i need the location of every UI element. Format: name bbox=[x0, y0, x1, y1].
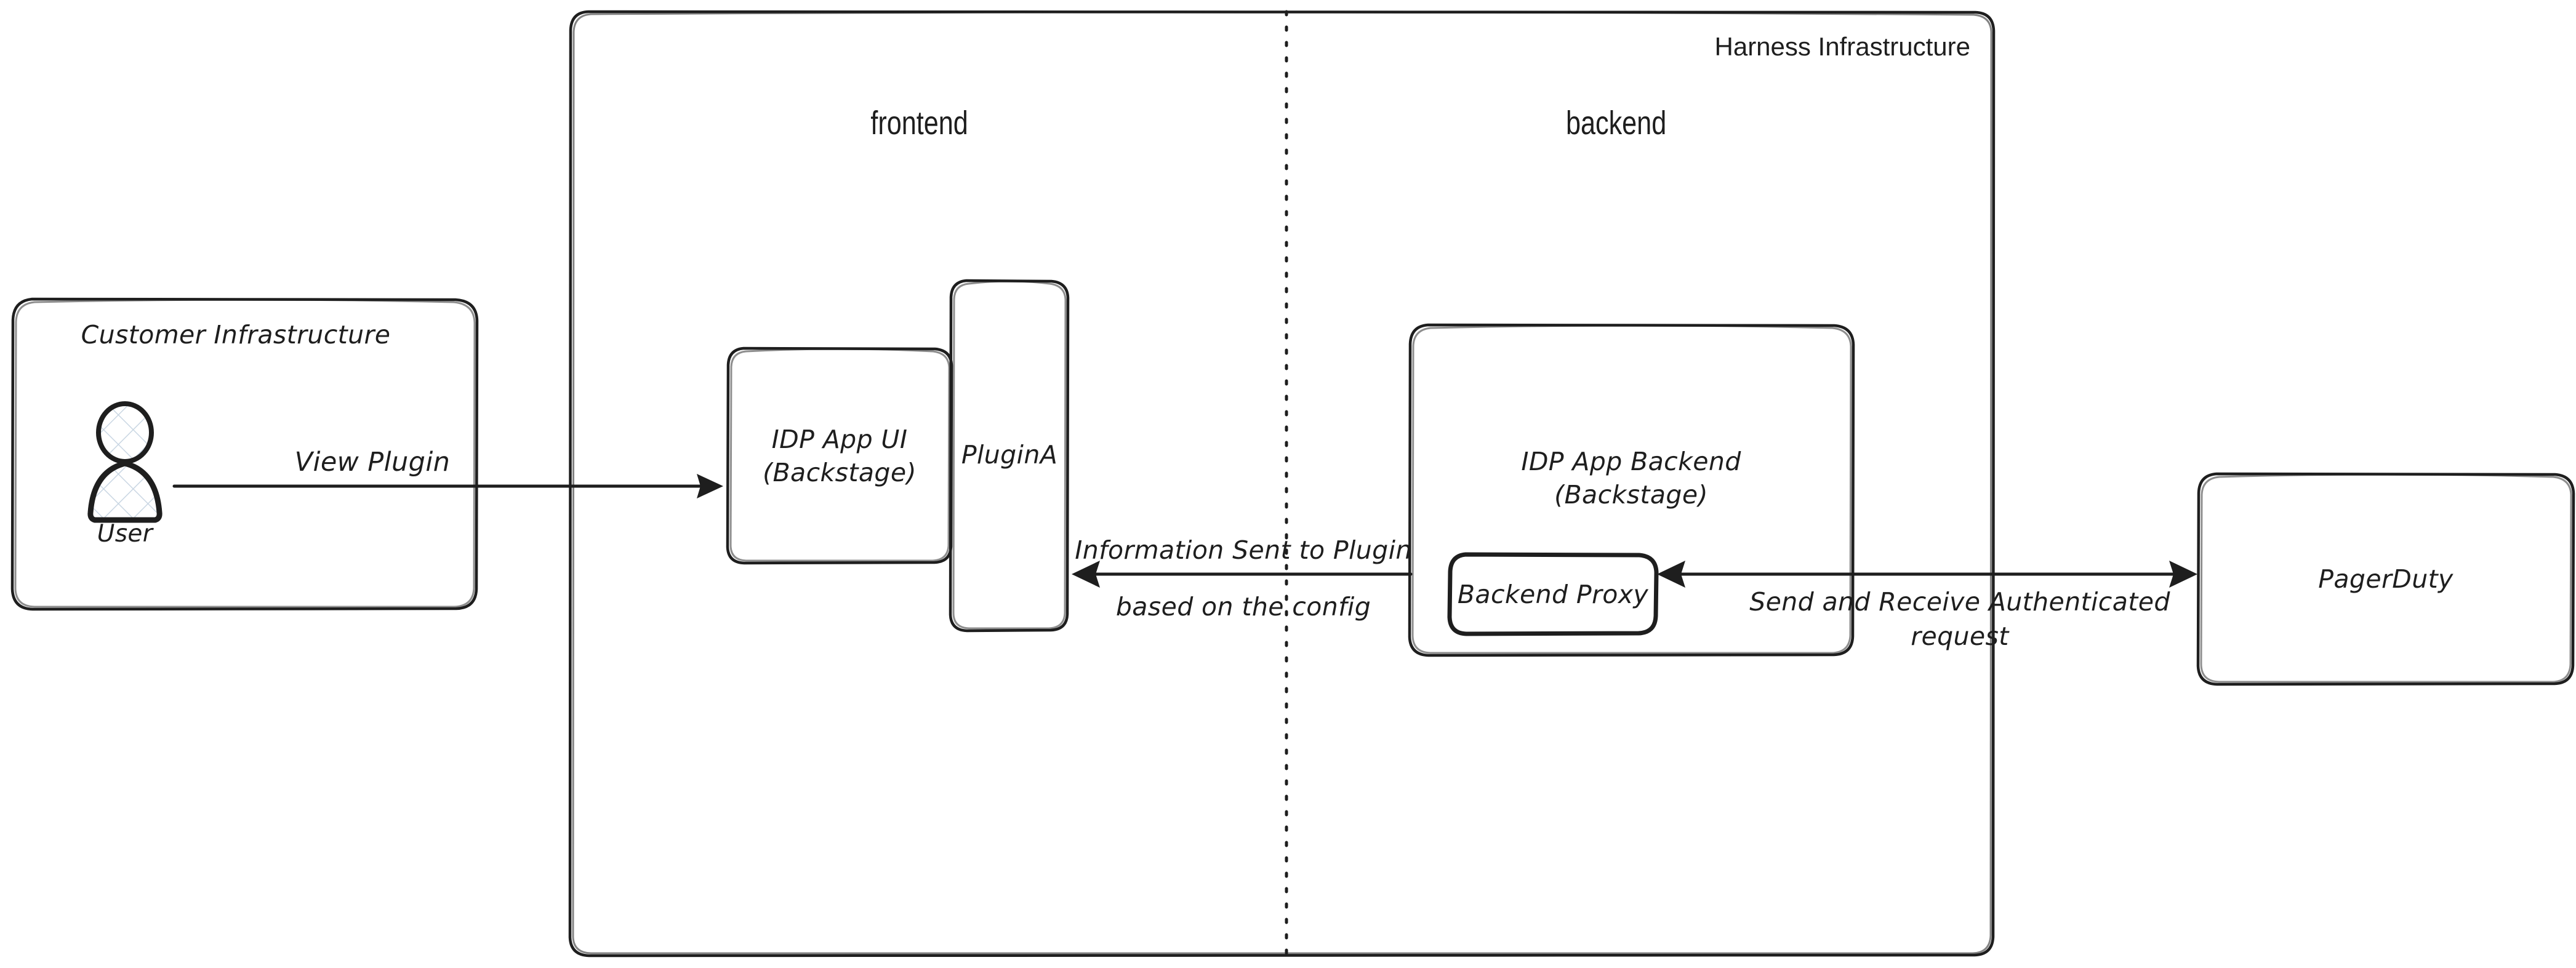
auth-request-edge-label-line2: request bbox=[1911, 622, 2010, 651]
idp-app-backend-label-line1: IDP App Backend bbox=[1521, 447, 1741, 476]
backend-proxy-node bbox=[1447, 552, 1659, 636]
harness-infrastructure-container bbox=[568, 10, 1996, 958]
info-to-plugin-edge-label-line1: Information Sent to Plugin bbox=[1075, 535, 1412, 565]
user-label: User bbox=[97, 520, 154, 548]
view-plugin-edge-label: View Plugin bbox=[295, 447, 451, 478]
idp-app-backend-node bbox=[1408, 323, 1855, 657]
idp-app-ui-label-line2: (Backstage) bbox=[763, 458, 917, 487]
backend-proxy-label: Backend Proxy bbox=[1458, 580, 1649, 609]
info-to-plugin-edge-label-line2: based on the config bbox=[1116, 592, 1371, 622]
frontend-column-label: frontend bbox=[870, 105, 968, 142]
idp-app-ui-label-line1: IDP App UI bbox=[772, 425, 908, 454]
auth-request-edge bbox=[1657, 561, 2197, 588]
idp-app-ui-node bbox=[726, 346, 953, 565]
idp-app-backend-label-line2: (Backstage) bbox=[1554, 480, 1708, 510]
view-plugin-edge bbox=[172, 474, 723, 498]
pagerduty-label: PagerDuty bbox=[2318, 564, 2454, 594]
info-to-plugin-edge bbox=[1072, 561, 1413, 588]
auth-request-edge-label-line1: Send and Receive Authenticated bbox=[1749, 587, 2170, 617]
customer-infrastructure-container bbox=[10, 297, 479, 611]
harness-infrastructure-label: Harness Infrastructure bbox=[1715, 32, 1971, 61]
plugin-a-label: PluginA bbox=[961, 440, 1057, 470]
customer-infrastructure-label: Customer Infrastructure bbox=[81, 320, 391, 350]
user-actor-icon bbox=[87, 401, 163, 523]
plugin-a-node bbox=[949, 279, 1070, 633]
pagerduty-node bbox=[2196, 472, 2575, 686]
backend-column-label: backend bbox=[1566, 105, 1666, 142]
